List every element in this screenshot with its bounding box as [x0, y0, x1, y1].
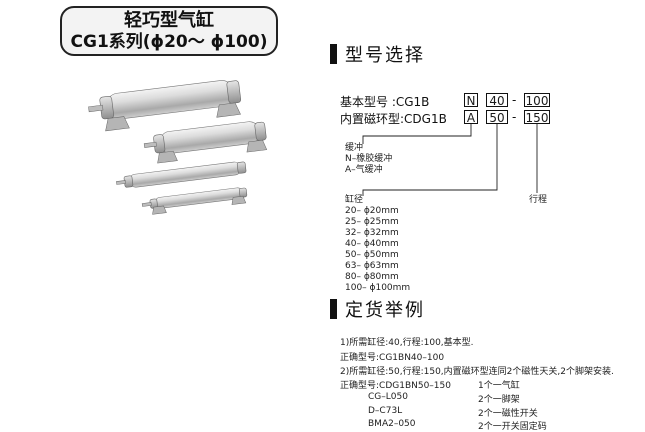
- magnet-stroke-code: 150: [524, 110, 550, 125]
- basic-stroke-code: 100: [524, 93, 550, 108]
- cylinder-large: [88, 80, 242, 132]
- series-title: 轻巧型气缸: [124, 10, 214, 31]
- basic-dash: -: [512, 93, 517, 107]
- bore-option: 80– ϕ80mm: [345, 272, 399, 282]
- basic-bore-code: 40: [486, 93, 508, 108]
- part-code: D–C73L: [368, 406, 403, 416]
- series-title-box: 轻巧型气缸 CG1系列(ϕ20～ ϕ100): [60, 6, 278, 56]
- stroke-title: 行程: [529, 195, 548, 205]
- bore-option: 20– ϕ20mm: [345, 206, 399, 216]
- bore-option: 63– ϕ63mm: [345, 261, 399, 271]
- example2-model: 正确型号:CDG1BN50–150: [340, 381, 451, 391]
- bore-connector: [362, 124, 498, 196]
- order-example-marker: [330, 299, 337, 319]
- bore-option: 32– ϕ32mm: [345, 228, 399, 238]
- bore-option: 40– ϕ40mm: [345, 239, 399, 249]
- cushion-connector: [362, 124, 472, 144]
- basic-model-label: 基本型号 :CG1B: [340, 95, 430, 109]
- part-qty: 2个一磁性开关: [478, 409, 538, 419]
- part-qty: 2个一脚架: [478, 395, 520, 405]
- bore-option: 25– ϕ25mm: [345, 217, 399, 227]
- cushion-option-a: A–气缓冲: [345, 165, 383, 175]
- part-qty: 2个一开关固定码: [478, 422, 547, 432]
- bore-option: 50– ϕ50mm: [345, 250, 399, 260]
- model-selection-marker: [330, 44, 337, 64]
- magnet-model-label: 内置磁环型:CDG1B: [340, 112, 447, 126]
- part-code: BMA2–050: [368, 419, 416, 429]
- magnet-cushion-code: A: [464, 110, 478, 125]
- part-code: CG–L050: [368, 392, 408, 402]
- cylinder-mini: [141, 187, 248, 215]
- order-example-heading: 定货举例: [345, 300, 425, 321]
- cushion-option-n: N–橡胶缓冲: [345, 154, 393, 164]
- cylinder-medium: [143, 121, 268, 164]
- magnet-bore-code: 50: [486, 110, 508, 125]
- bore-title: 缸径: [345, 195, 364, 205]
- example2-description: 2)所需缸径:50,行程:150,内置磁环型连同2个磁性天关,2个脚架安装.: [340, 367, 614, 377]
- example1-description: 1)所需缸径:40,行程:100,基本型.: [340, 338, 474, 348]
- series-subtitle: CG1系列(ϕ20～ ϕ100): [70, 32, 268, 52]
- cylinder-small: [116, 161, 247, 188]
- model-selection-heading: 型号选择: [345, 45, 425, 66]
- basic-cushion-code: N: [464, 93, 478, 108]
- cylinder-product-image: [88, 80, 268, 215]
- cushion-title: 缓冲: [345, 143, 364, 153]
- bore-option: 100– ϕ100mm: [345, 283, 411, 293]
- example1-model: 正确型号:CG1BN40–100: [340, 353, 445, 363]
- magnet-dash: -: [512, 110, 517, 124]
- part-qty: 1个一气缸: [478, 381, 520, 391]
